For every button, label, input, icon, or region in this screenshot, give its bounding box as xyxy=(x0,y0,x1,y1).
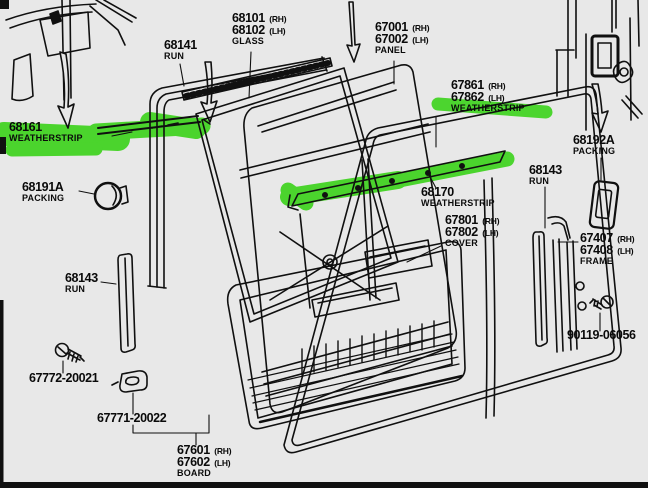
part-label-glass-68101: 68101 (RH) 68102 (LH) GLASS xyxy=(232,11,287,47)
part-name: PANEL xyxy=(375,45,406,55)
part-label-run-68143-right: 68143 RUN xyxy=(529,164,562,187)
part-label-run-68143-left: 68143 RUN xyxy=(65,272,98,295)
part-number: 67861 xyxy=(451,78,484,92)
part-name: BOARD xyxy=(177,468,211,478)
part-side: (RH) xyxy=(482,216,500,226)
part-side: (RH) xyxy=(488,81,506,91)
part-number: 90119-06056 xyxy=(567,328,636,342)
part-number: 67002 xyxy=(375,32,408,46)
part-number: 67772-20021 xyxy=(29,371,99,385)
part-label-weatherstrip-68161: 68161 WEATHERSTRIP xyxy=(9,121,83,144)
part-number: 67862 xyxy=(451,90,484,104)
part-side: (RH) xyxy=(412,23,430,33)
part-label-run-68141: 68141 RUN xyxy=(164,39,197,62)
part-number: 67001 xyxy=(375,20,408,34)
part-label-weatherstrip-67861: 67861 (RH) 67862 (LH) WEATHERSTRIP xyxy=(451,79,525,114)
part-name: COVER xyxy=(445,238,479,248)
part-number: 67771-20022 xyxy=(97,411,167,425)
part-side: (RH) xyxy=(214,446,232,456)
part-name: PACKING xyxy=(573,146,616,156)
part-name: PACKING xyxy=(22,193,65,203)
part-number: 67802 xyxy=(445,225,478,239)
part-label-screw-67772: 67772-20021 xyxy=(29,371,99,385)
part-number: 68101 xyxy=(232,11,265,25)
part-number: 68191A xyxy=(22,180,64,194)
part-number: 67408 xyxy=(580,243,613,257)
part-label-bolt-90119: 90119-06056 xyxy=(567,328,636,342)
part-number: 68143 xyxy=(65,271,98,285)
part-number: 68161 xyxy=(9,120,42,134)
part-label-packing-68191a: 68191A PACKING xyxy=(22,181,64,204)
part-name: WEATHERSTRIP xyxy=(9,133,83,143)
part-name: GLASS xyxy=(232,36,265,46)
part-side: (LH) xyxy=(214,458,231,468)
part-name: FRAME xyxy=(580,256,613,266)
part-number: 68170 xyxy=(421,185,454,199)
part-side: (LH) xyxy=(482,228,499,238)
part-side: (RH) xyxy=(269,14,287,24)
part-name: WEATHERSTRIP xyxy=(451,103,525,113)
part-number: 67602 xyxy=(177,455,210,469)
part-side: (LH) xyxy=(617,246,634,256)
part-number: 68143 xyxy=(529,163,562,177)
part-number: 67407 xyxy=(580,231,613,245)
part-label-weatherstrip-68170: 68170 WEATHERSTRIP xyxy=(421,186,495,209)
part-label-panel-67001: 67001 (RH) 67002 (LH) PANEL xyxy=(375,20,430,56)
part-number: 68141 xyxy=(164,38,197,52)
part-number: 68192A xyxy=(573,133,615,147)
part-name: RUN xyxy=(65,284,86,294)
part-name: RUN xyxy=(164,51,185,61)
part-label-cover-67801: 67801 (RH) 67802 (LH) COVER xyxy=(445,213,500,249)
part-number: 67601 xyxy=(177,443,210,457)
part-side: (RH) xyxy=(617,234,635,244)
part-label-board-67601: 67601 (RH) 67602 (LH) BOARD xyxy=(177,443,232,479)
part-number: 68102 xyxy=(232,23,265,37)
part-number: 67801 xyxy=(445,213,478,227)
part-side: (LH) xyxy=(412,35,429,45)
part-label-clip-67771: 67771-20022 xyxy=(97,411,167,425)
part-name: RUN xyxy=(529,176,550,186)
part-label-packing-68192a: 68192A PACKING xyxy=(573,134,615,157)
part-side: (LH) xyxy=(488,93,505,103)
part-side: (LH) xyxy=(269,26,286,36)
part-name: WEATHERSTRIP xyxy=(421,198,495,208)
part-label-frame-67407: 67407 (RH) 67408 (LH) FRAME xyxy=(580,231,635,267)
